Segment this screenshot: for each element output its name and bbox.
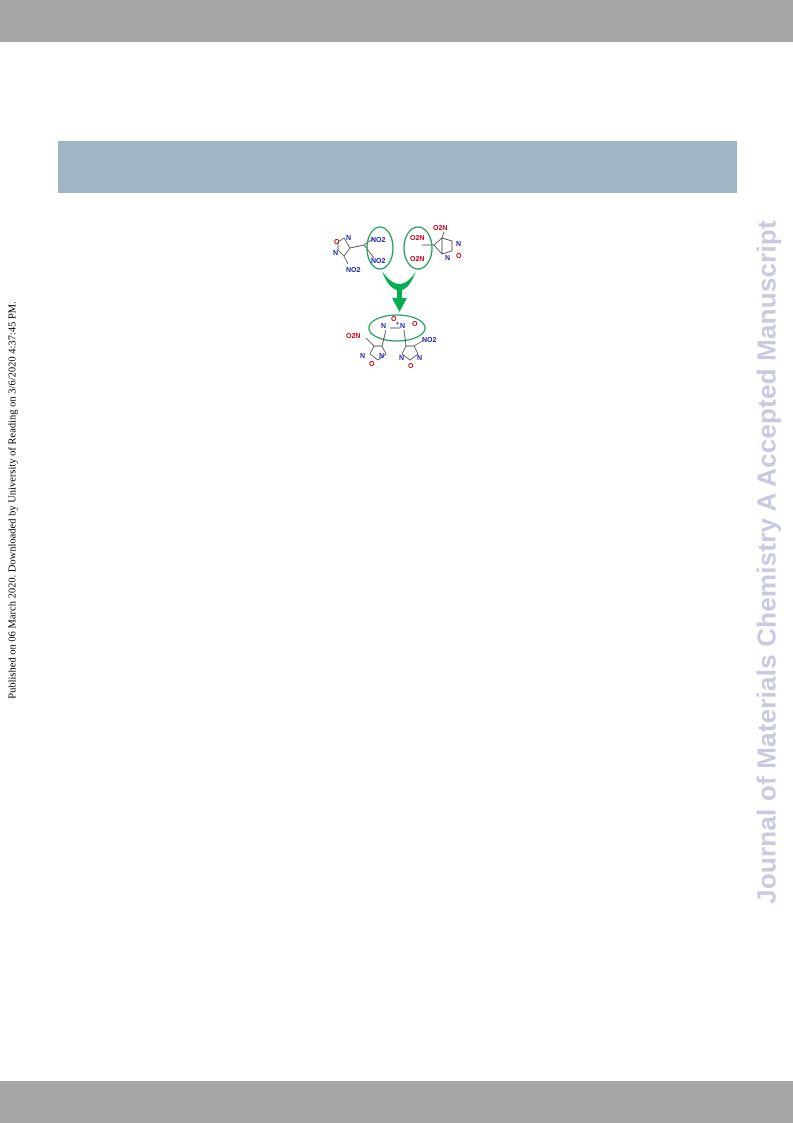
charge-label: +: [396, 321, 399, 327]
highlight-ellipse: [368, 314, 426, 342]
reaction-graphic: O N N NO2 NO2 NO2 O2N O2N O2N N N O O N …: [333, 225, 462, 370]
ring-nitrogen-label: N: [346, 235, 351, 242]
publication-note: Published on 06 March 2020. Downloaded b…: [7, 301, 19, 699]
azoxy-oxygen-label: O: [412, 321, 418, 328]
nitro-label: O2N: [410, 235, 424, 242]
ring-oxygen-label: O: [369, 361, 375, 368]
ring-nitrogen-label: N: [379, 353, 384, 360]
ring-nitrogen-label: N: [399, 355, 404, 362]
ring-nitrogen-label: N: [360, 353, 365, 360]
nitro-label: NO2: [371, 237, 386, 244]
ring-oxygen-label: O: [456, 253, 462, 260]
nitro-label: NO2: [422, 337, 437, 344]
azoxy-oxygen-label: O: [391, 316, 397, 323]
nitro-label: O2N: [433, 225, 447, 232]
bottom-bar: [0, 1081, 793, 1123]
journal-watermark: Journal of Materials Chemistry A Accepte…: [751, 220, 782, 904]
left-molecule: O N N NO2 NO2 NO2: [333, 226, 394, 274]
ring-nitrogen-label: N: [333, 250, 338, 257]
reaction-arrow: [382, 271, 416, 312]
product-molecule: O N N + O O2N NO2 N N O N N O: [346, 314, 437, 370]
top-bar: [0, 0, 793, 42]
nitro-label: NO2: [371, 258, 386, 265]
ring-nitrogen-label: N: [456, 241, 461, 248]
highlight-ellipse: [366, 226, 394, 270]
highlight-ellipse: [403, 226, 433, 270]
nitro-label: O2N: [410, 256, 424, 263]
ring-nitrogen-label: N: [445, 255, 450, 262]
header-band: [58, 141, 737, 193]
ring-oxygen-label: O: [334, 239, 340, 246]
ring-nitrogen-label: N: [417, 355, 422, 362]
nitro-label: NO2: [346, 267, 361, 274]
right-molecule: O2N O2N O2N N N O: [403, 225, 462, 270]
azoxy-nitrogen-label: N: [381, 323, 386, 330]
ring-oxygen-label: O: [408, 363, 414, 370]
nitro-label: O2N: [346, 333, 360, 340]
azoxy-nitrogen-label: N: [400, 323, 405, 330]
